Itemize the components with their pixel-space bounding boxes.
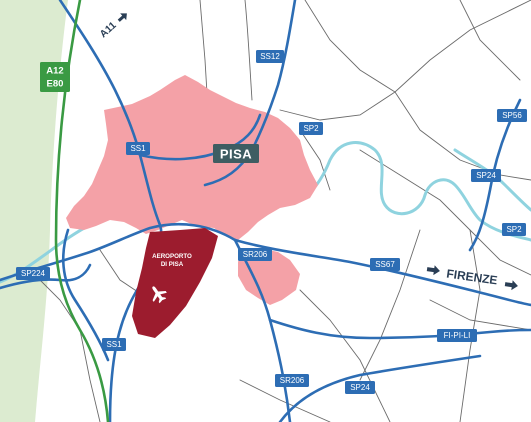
road-ss12 xyxy=(203,0,297,187)
svg-text:PISA: PISA xyxy=(220,147,252,162)
svg-text:A12: A12 xyxy=(46,66,63,77)
svg-text:SS67: SS67 xyxy=(375,260,395,269)
arrow-right-icon xyxy=(426,265,440,276)
airport-label-line2: DI PISA xyxy=(161,261,184,268)
road-shield-ss12: SS12 xyxy=(256,50,284,63)
svg-text:FI-PI-LI: FI-PI-LI xyxy=(444,331,471,340)
road-shield-sp24-right: SP24 xyxy=(471,169,501,182)
svg-text:SP224: SP224 xyxy=(21,269,46,278)
road-fipili xyxy=(268,318,531,340)
road-ss67 xyxy=(233,238,531,307)
svg-text:SS1: SS1 xyxy=(130,144,146,153)
svg-text:SP24: SP24 xyxy=(350,383,370,392)
road-shield-sp224: SP224 xyxy=(16,267,50,280)
arrow-right-icon xyxy=(117,13,127,22)
road-shield-ss1-top: SS1 xyxy=(126,142,150,155)
airport-area xyxy=(132,228,218,338)
svg-text:SS12: SS12 xyxy=(260,52,280,61)
road-shield-sp2-right: SP2 xyxy=(502,223,526,236)
road-sp24-right xyxy=(468,98,522,252)
motorway-shield-a12-e80: A12 E80 xyxy=(40,62,70,92)
arrow-right-icon xyxy=(504,280,518,291)
svg-text:SP24: SP24 xyxy=(476,171,496,180)
urban-area-south xyxy=(238,248,300,305)
airplane-icon xyxy=(152,286,167,304)
svg-text:SP2: SP2 xyxy=(303,124,319,133)
road-shield-sp24-bottom: SP24 xyxy=(345,381,375,394)
road-shield-sr206-bottom: SR206 xyxy=(275,374,309,387)
city-label-pisa: PISA xyxy=(213,144,259,163)
road-sp24-bottom xyxy=(278,354,482,422)
road-shield-ss67: SS67 xyxy=(370,258,400,271)
road-shield-ss1-bottom: SS1 xyxy=(102,338,126,351)
road-shield-sp2-top: SP2 xyxy=(299,122,323,135)
coastal-strip xyxy=(0,0,68,422)
river-tributary xyxy=(453,148,531,212)
road-shield-fipili: FI-PI-LI xyxy=(437,329,477,342)
road-shield-sp56: SP56 xyxy=(497,109,527,122)
svg-text:SP2: SP2 xyxy=(506,225,522,234)
road-west xyxy=(0,222,237,282)
airport-label-line1: AEROPORTO xyxy=(152,253,192,260)
svg-text:SR206: SR206 xyxy=(280,376,305,385)
road-shield-sr206-top: SR206 xyxy=(238,248,272,261)
svg-text:SR206: SR206 xyxy=(243,250,268,259)
svg-text:SS1: SS1 xyxy=(106,340,122,349)
svg-text:E80: E80 xyxy=(47,79,64,90)
svg-text:SP56: SP56 xyxy=(502,111,522,120)
